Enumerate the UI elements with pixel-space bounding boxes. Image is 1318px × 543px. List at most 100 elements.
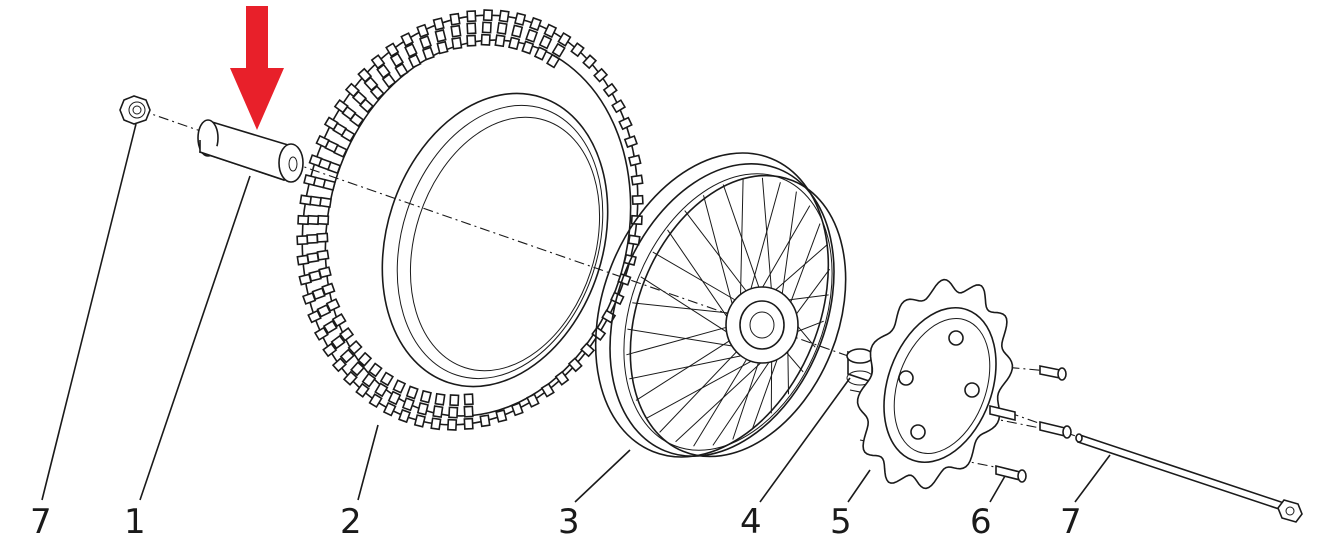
spoke <box>780 191 797 306</box>
tread-knob <box>628 154 642 167</box>
tread-knob <box>511 24 524 38</box>
tread-knob <box>416 23 430 38</box>
tread-knob <box>623 135 638 149</box>
label-5: 5 <box>830 502 852 542</box>
tread-knob <box>430 417 442 431</box>
spoke <box>645 351 768 419</box>
tread-knob <box>449 12 461 26</box>
tread-knob <box>321 282 336 296</box>
label-6: 6 <box>970 502 992 542</box>
tread-knob <box>370 54 386 70</box>
tread-knob <box>450 24 462 38</box>
tread-knob <box>347 339 363 355</box>
tread-knob <box>297 214 310 226</box>
spoke <box>632 302 739 315</box>
axle-nut-left <box>119 95 151 125</box>
tread-knob <box>432 405 444 419</box>
tread-knob <box>296 254 310 266</box>
wheel-spacer <box>197 119 304 183</box>
tread-knob <box>392 379 407 394</box>
tread-knob <box>331 357 347 373</box>
tread-knob <box>319 196 332 208</box>
label-3: 3 <box>558 502 580 542</box>
tread-knob <box>580 342 596 358</box>
tread-knob <box>510 402 524 417</box>
tread-knob <box>463 405 474 418</box>
tread-knob <box>342 370 358 386</box>
label-2: 2 <box>340 502 362 542</box>
tread-knob <box>368 393 383 409</box>
tread-knob <box>339 348 355 364</box>
tread-knob <box>316 303 332 318</box>
tread-knob <box>398 408 411 424</box>
tread-knob <box>381 73 397 89</box>
tread-knob <box>421 46 435 61</box>
tread-knob <box>480 33 491 46</box>
tread-knob <box>495 409 508 423</box>
tread-knob <box>533 46 548 61</box>
label-4: 4 <box>740 502 762 542</box>
tread-knob <box>618 116 633 131</box>
tread-knob <box>466 22 477 35</box>
spoke <box>626 324 737 356</box>
spoke <box>756 205 811 298</box>
tread-knob <box>557 31 572 47</box>
tread-knob <box>369 85 385 101</box>
tread-knob <box>374 382 389 398</box>
spoke <box>703 195 737 320</box>
tread-knob <box>382 401 397 417</box>
tread-knob <box>466 34 477 47</box>
spoke <box>627 328 748 349</box>
leader-lines <box>41 123 1111 503</box>
tread-knob <box>463 393 474 406</box>
tread-knob <box>521 40 535 55</box>
tread-knob <box>591 326 607 342</box>
spoke <box>766 244 828 298</box>
tread-knob <box>307 309 322 324</box>
tread-knob <box>340 128 356 143</box>
tread-knob <box>317 214 330 226</box>
tread-knob <box>419 389 432 404</box>
tread-knob <box>325 298 341 312</box>
tread-knob <box>330 334 346 350</box>
spoke <box>635 334 739 401</box>
tread-knob <box>379 371 394 387</box>
tread-knob <box>322 342 338 358</box>
label-7-right: 7 <box>1060 502 1082 542</box>
tread-knob <box>400 32 414 47</box>
tread-knob <box>394 62 409 78</box>
part-number-labels: 7 1 2 3 4 5 6 7 <box>30 502 1082 542</box>
tread-knob <box>479 414 491 428</box>
tread-knob <box>333 144 348 158</box>
spoke <box>629 352 758 380</box>
tread-knob <box>631 194 644 205</box>
tread-knob <box>416 402 429 416</box>
tread-knob <box>339 326 355 342</box>
tread-knob <box>361 372 377 388</box>
tread-knob <box>389 52 405 68</box>
tread-knob <box>322 319 338 335</box>
tread-knob <box>551 42 566 58</box>
tread-knob <box>413 414 426 428</box>
tread-knob <box>466 10 477 23</box>
tread-knob <box>355 382 370 398</box>
tread-knob <box>307 214 320 226</box>
tread-knob <box>419 35 432 50</box>
tread-knob <box>436 40 449 55</box>
tread-knob <box>570 42 585 58</box>
label-7-left: 7 <box>30 502 52 542</box>
tread-knob <box>481 21 492 34</box>
tread-knob <box>526 393 540 408</box>
tread-knob <box>538 34 553 50</box>
tread-knob <box>316 249 330 261</box>
tread-knob <box>306 251 320 264</box>
tread-knob <box>350 361 365 377</box>
spoke <box>722 184 763 298</box>
tread-knob <box>463 417 474 430</box>
tread-knob <box>449 394 460 407</box>
tread-knob <box>582 54 598 70</box>
tread-knob <box>529 16 542 32</box>
spoke <box>667 229 738 332</box>
tread-knob <box>546 53 561 69</box>
